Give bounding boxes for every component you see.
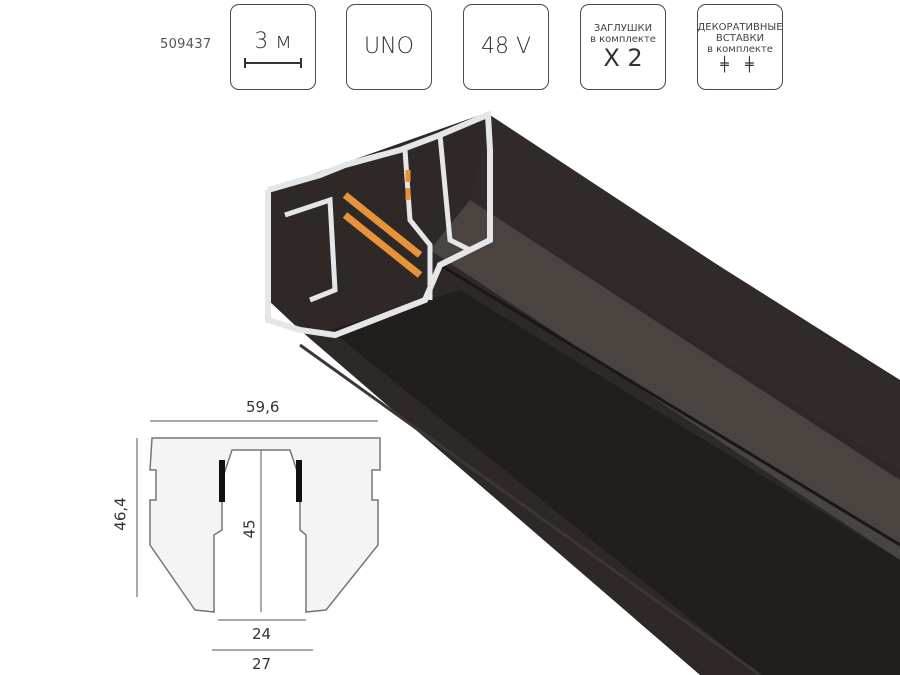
sku-number: 509437 xyxy=(160,37,212,52)
dim-height-inner: 45 xyxy=(240,519,259,539)
end-caps-subtitle: в комплекте xyxy=(590,34,656,45)
decor-title-1: ДЕКОРАТИВНЫЕ xyxy=(697,21,783,33)
badge-length: 3 м xyxy=(230,4,316,90)
length-ruler-icon xyxy=(244,58,302,68)
dim-opening-outer: 27 xyxy=(252,655,272,673)
badge-series: UNO xyxy=(346,4,432,90)
decor-subtitle: в комплекте xyxy=(707,43,773,55)
voltage-value: 48 V xyxy=(480,34,532,59)
dim-opening-inner: 24 xyxy=(252,625,272,643)
dim-height-total: 46,4 xyxy=(111,497,130,531)
dim-width: 59,6 xyxy=(246,398,280,416)
badge-voltage: 48 V xyxy=(463,4,549,90)
end-caps-count: X 2 xyxy=(603,44,643,72)
end-caps-title: ЗАГЛУШКИ xyxy=(593,23,653,34)
length-value: 3 м xyxy=(254,29,292,54)
badge-end-caps: ЗАГЛУШКИ в комплекте X 2 xyxy=(580,4,666,90)
insert-strips-icon: ╪ ╪ xyxy=(720,56,760,73)
badge-decor-inserts: ДЕКОРАТИВНЫЕ ВСТАВКИ в комплекте ╪ ╪ xyxy=(697,4,783,90)
decor-title-2: ВСТАВКИ xyxy=(715,32,765,44)
series-value: UNO xyxy=(364,34,414,59)
